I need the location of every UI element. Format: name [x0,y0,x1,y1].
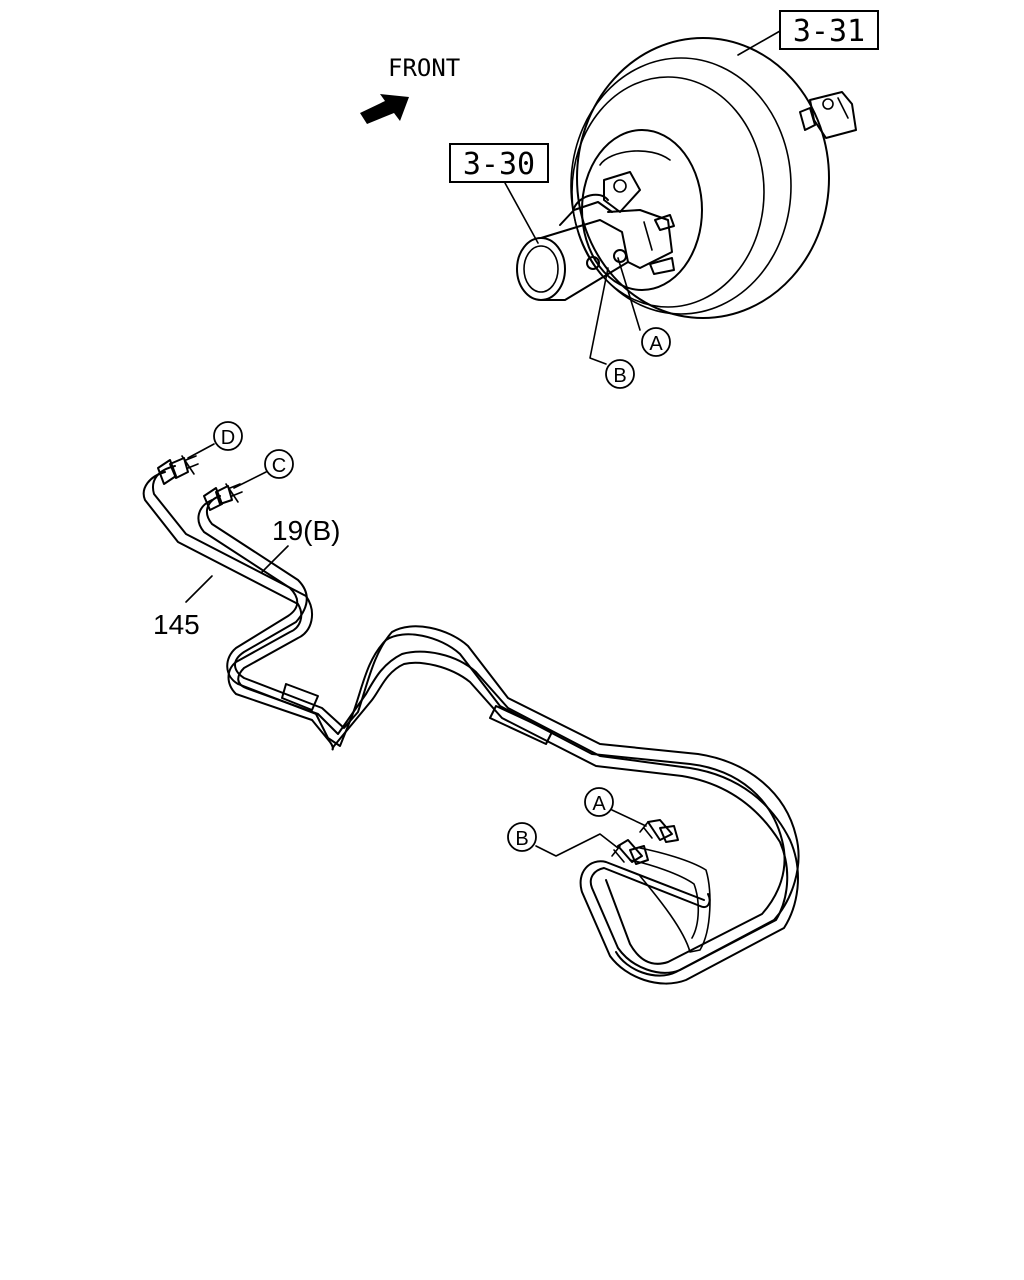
leader-lower-b [535,833,619,857]
svg-text:B: B [613,365,626,387]
fitting-a-lower [639,819,679,843]
leader-c [233,471,267,489]
front-direction-indicator: FRONT [360,54,460,124]
marker-a-upper: A [641,327,671,357]
marker-c: C [264,449,294,479]
front-label: FRONT [388,54,460,82]
marker-b-lower: B [507,822,537,852]
ref-box-3-31-label: 3-31 [793,14,865,49]
tube-clip-left [281,683,319,711]
fitting-b-lower [611,839,649,865]
marker-a-lower: A [584,787,614,817]
ref-box-3-30-label: 3-30 [463,147,535,182]
part-label-19b[interactable]: 19(B) [272,515,340,546]
tube-clip-right [489,705,553,745]
ref-box-3-30[interactable]: 3-30 [449,143,549,183]
leader-145 [185,575,213,603]
front-arrow-icon [360,94,409,124]
leader-d [187,443,215,459]
svg-text:A: A [592,793,606,815]
leader-upper-a [617,257,641,331]
leader-upper-b [589,267,609,365]
part-label-145[interactable]: 145 [153,609,200,640]
brake-tube-19b [197,495,800,977]
svg-text:D: D [221,427,235,449]
leader-19b [261,545,289,573]
leader-3-31 [737,30,781,56]
leader-lower-a [611,809,647,827]
master-cylinder [516,171,675,301]
svg-text:B: B [515,828,528,850]
leader-3-30 [504,182,539,244]
brake-booster [570,37,857,319]
ref-box-3-31[interactable]: 3-31 [779,10,879,50]
svg-text:A: A [649,333,663,355]
fitting-d [157,455,199,485]
marker-d: D [213,421,243,451]
svg-text:C: C [272,455,286,477]
fitting-c [203,483,243,511]
marker-b-upper: B [605,359,635,389]
